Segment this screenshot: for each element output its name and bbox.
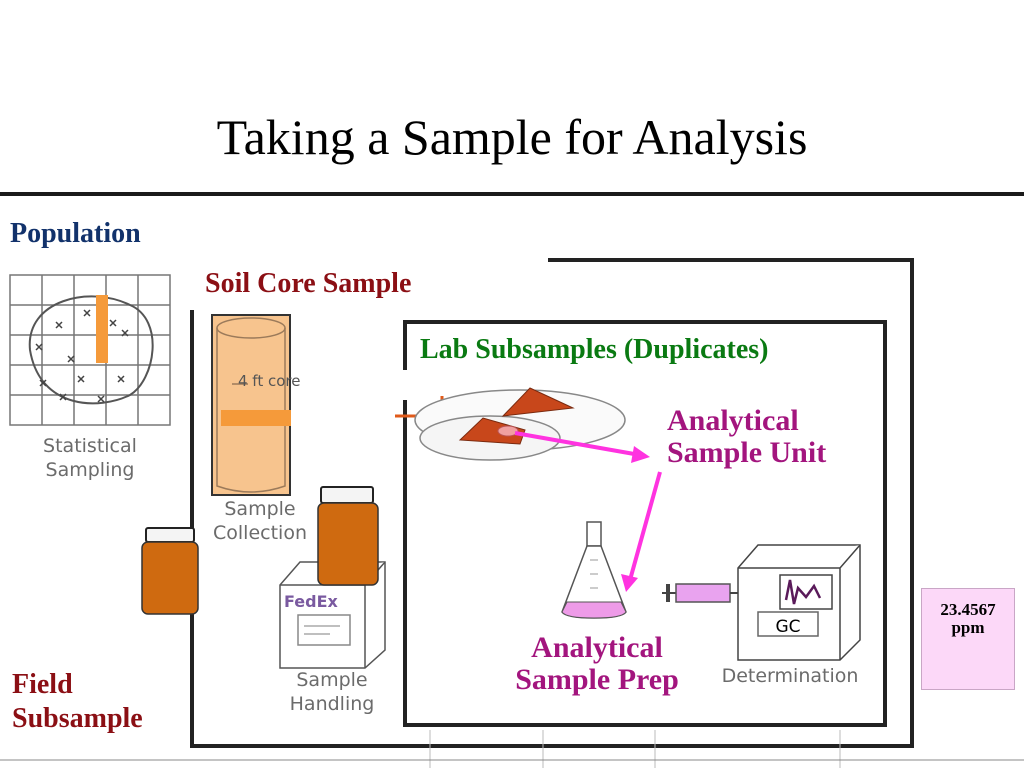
gc-label: GC: [775, 617, 800, 637]
lab-subsamples-label: Lab Subsamples (Duplicates): [416, 334, 773, 366]
core-location-marker: [96, 295, 108, 363]
flow-arrows: [514, 431, 662, 592]
flask-sketch: [561, 521, 627, 619]
statistical-sampling-caption: Statistical Sampling: [4, 434, 176, 482]
handling-caption-line1: Sample: [296, 669, 368, 691]
jar-right: [317, 486, 379, 586]
analytical-unit-label: Analytical Sample Unit: [667, 405, 826, 469]
analytical-prep-label: Analytical Sample Prep: [488, 632, 706, 696]
title-divider: [0, 192, 1024, 196]
statistical-caption-line1: Statistical: [43, 435, 137, 457]
population-label: Population: [10, 218, 141, 249]
sampling-grid-sketch: [9, 274, 171, 426]
collection-caption-line1: Sample: [224, 498, 296, 520]
field-subsample-label: Field Subsample: [12, 668, 143, 736]
slide-title: Taking a Sample for Analysis: [216, 109, 808, 165]
collection-caption-line2: Collection: [213, 522, 307, 544]
sample-collection-caption: Sample Collection: [204, 497, 316, 545]
analytical-unit-line1: Analytical: [667, 404, 799, 437]
determination-caption: Determination: [721, 665, 859, 687]
handling-caption-line2: Handling: [289, 693, 375, 715]
statistical-caption-line2: Sampling: [45, 459, 135, 481]
lab-plates: [414, 387, 626, 461]
result-readout: 23.4567 ppm: [921, 588, 1015, 690]
result-value: 23.4567: [940, 600, 996, 619]
analytical-prep-line2: Sample Prep: [515, 663, 679, 696]
fedex-logo: FedEx: [284, 592, 339, 611]
soil-core-label: Soil Core Sample: [205, 268, 416, 300]
field-line2: Subsample: [12, 703, 143, 734]
jar-left: [141, 527, 199, 615]
gc-instrument-sketch: [737, 544, 861, 661]
inner-frame: [403, 320, 887, 727]
sample-handling-caption: Sample Handling: [272, 668, 392, 716]
core-tube-sketch: [211, 314, 291, 496]
analytical-unit-line2: Sample Unit: [667, 436, 827, 469]
syringe-sketch: [662, 583, 746, 603]
field-line1: Field: [12, 669, 73, 700]
sample-point-marks: [35, 309, 129, 403]
core-length-caption: 4 ft core: [238, 372, 301, 390]
result-unit: ppm: [951, 618, 985, 637]
analytical-prep-line1: Analytical: [531, 631, 663, 664]
